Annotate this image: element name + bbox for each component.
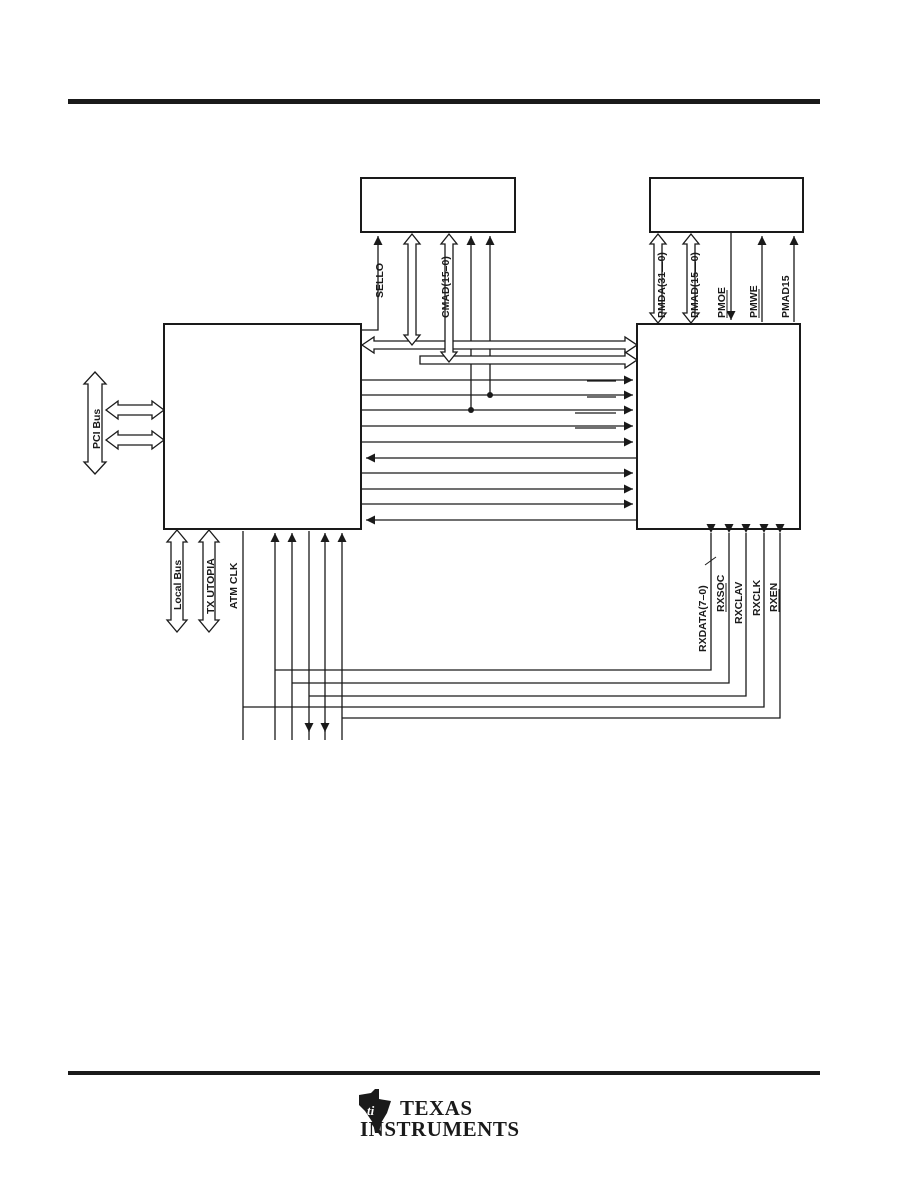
- local-bus-label: Local Bus: [172, 560, 184, 610]
- ti-logo-icon: ti: [359, 1089, 391, 1133]
- block-top-left: [360, 177, 516, 233]
- bottom-rule: [68, 1071, 820, 1075]
- rxclk-route: [243, 524, 769, 708]
- rxen-route: [342, 524, 785, 719]
- logo-line-1: TEXAS: [400, 1096, 473, 1120]
- block-main-left: [163, 323, 362, 530]
- pmoe-label: PMOE: [716, 287, 728, 318]
- rxdata-route: [275, 524, 716, 671]
- texas-instruments-logo: TEXAS INSTRUMENTS: [356, 1086, 526, 1146]
- cmad-label: CMAD(15–0): [440, 256, 452, 318]
- rxdata-label: RXDATA(7–0): [697, 585, 709, 652]
- logo-line-2: INSTRUMENTS: [360, 1117, 520, 1141]
- pmad-bus: [681, 232, 701, 325]
- rxdata-bus-slash: [704, 556, 717, 566]
- pmda-bus: [648, 232, 668, 325]
- junction-dot-1: [468, 407, 474, 413]
- rxclav-label: RXCLAV: [733, 582, 745, 624]
- pci-bus-label: PCI Bus: [91, 409, 103, 449]
- sello-wire: [362, 236, 383, 331]
- pmda-label: PMDA(31—0): [656, 252, 668, 318]
- svg-text:ti: ti: [367, 1103, 375, 1118]
- tx-utopia-bus: [197, 528, 221, 634]
- junction-dots: [468, 392, 493, 413]
- pci-bus-branch-2: [104, 429, 166, 451]
- rxclk-label: RXCLK: [751, 579, 763, 616]
- top-rule: [68, 99, 820, 104]
- pci-bus-branch-1: [104, 399, 166, 421]
- cmad-bus-horizontal-1: [360, 335, 639, 355]
- buses: [82, 232, 701, 634]
- block-top-right: [649, 177, 804, 233]
- cmad-bus-vertical-2: [439, 232, 459, 364]
- pci-bus-vertical: [82, 371, 108, 475]
- pmad15-label: PMAD15: [780, 275, 792, 318]
- atm-clk-label: ATM CLK: [228, 562, 240, 609]
- rxclav-route: [309, 524, 751, 697]
- wires: [242, 232, 799, 740]
- local-bus: [165, 528, 189, 634]
- pmwe-label: PMWE: [748, 285, 760, 318]
- cmad-bus-horizontal-2: [419, 350, 639, 370]
- cmad-bus-vertical-1: [402, 232, 422, 347]
- rxen-label: RXEN: [768, 583, 780, 612]
- sello-label: SELLO: [374, 263, 386, 298]
- rxsoc-route: [292, 524, 734, 684]
- tx-utopia-label: TX UTOPIA: [205, 558, 217, 614]
- pmad-bus-label: PMAD(15—0): [689, 252, 701, 318]
- block-main-right: [636, 323, 801, 530]
- junction-dot-2: [487, 392, 493, 398]
- rxsoc-label: RXSOC: [715, 574, 727, 612]
